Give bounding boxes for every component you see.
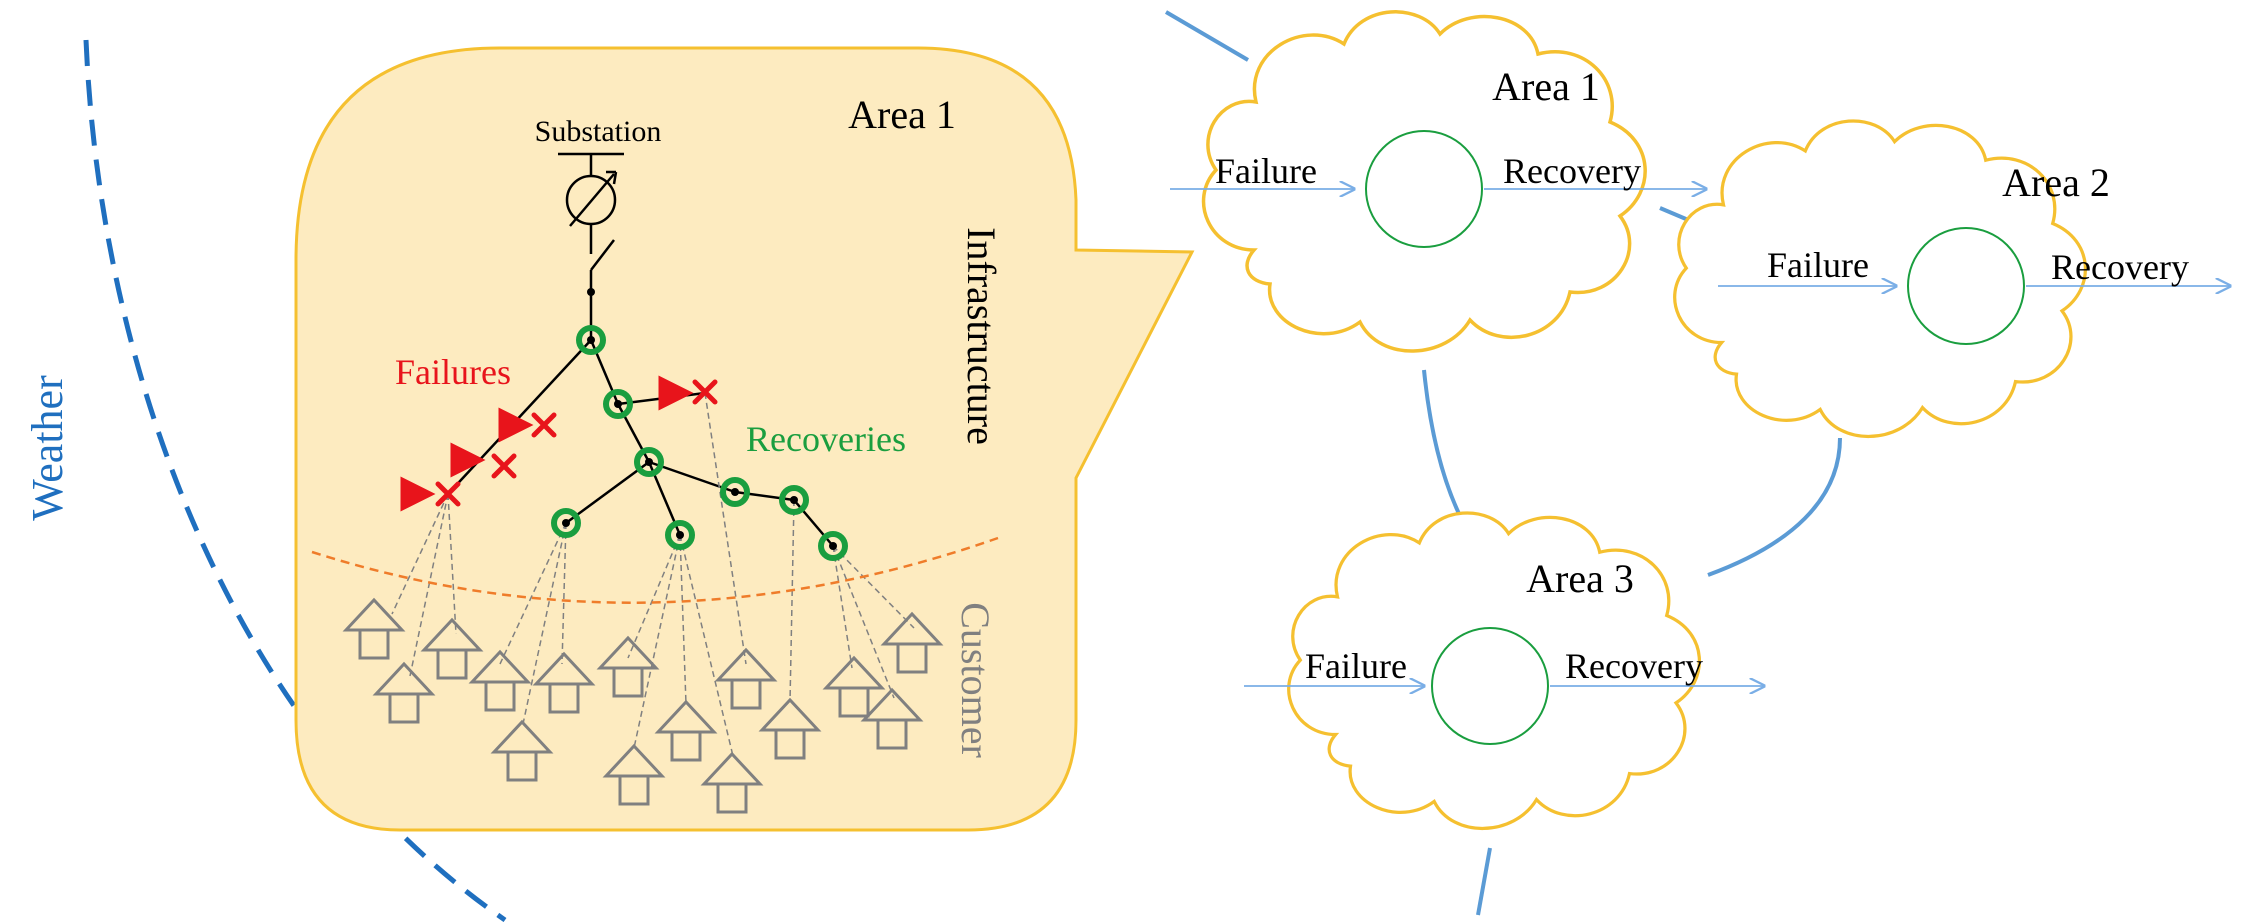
house-icon	[758, 697, 822, 760]
house-icon	[602, 743, 666, 806]
house-icon	[700, 751, 764, 814]
failures-label: Failures	[395, 352, 511, 392]
area-3-cloud: Area 3 Failure Recovery	[1244, 511, 1764, 830]
house-icon	[532, 651, 596, 714]
zoom-area-title: Area 1	[848, 92, 956, 137]
zoom-area-panel	[294, 46, 1195, 832]
recovery-ring	[720, 477, 750, 507]
failure-x-icon	[435, 481, 461, 507]
area-3-status-circle	[1431, 627, 1549, 745]
recovery-ring	[603, 389, 633, 419]
customer-feeders	[391, 392, 915, 757]
failure-marks	[435, 379, 718, 507]
recovery-ring	[779, 485, 809, 515]
failure-x-icon	[531, 412, 557, 438]
area-2-title: Area 2	[2002, 160, 2110, 205]
customer-label: Customer	[953, 602, 998, 758]
customer-boundary	[311, 536, 999, 604]
area-3-title: Area 3	[1526, 556, 1634, 601]
substation-symbol	[558, 152, 624, 290]
recovery-ring	[818, 531, 848, 561]
area-3-recovery-label: Recovery	[1565, 646, 1703, 686]
house-icon	[822, 655, 886, 718]
house-icon	[860, 687, 924, 750]
area-3-failure-label: Failure	[1305, 646, 1407, 686]
area-2-failure-label: Failure	[1767, 245, 1869, 285]
recovery-ring	[576, 325, 606, 355]
customer-houses	[342, 597, 944, 814]
failure-x-icon	[491, 453, 517, 479]
failure-x-icon	[692, 379, 718, 405]
house-icon	[372, 661, 436, 724]
area-2-cloud: Area 2 Failure Recovery	[1673, 119, 2230, 438]
recovery-nodes	[551, 325, 848, 561]
area-1-title: Area 1	[1492, 64, 1600, 109]
grid-nodes	[562, 336, 837, 550]
area-2-status-circle	[1907, 227, 2025, 345]
house-icon	[714, 647, 778, 710]
house-icon	[468, 649, 532, 712]
house-icon	[420, 617, 484, 680]
house-icon	[342, 597, 406, 660]
recoveries-label: Recoveries	[746, 419, 906, 459]
cloud-shape	[1673, 119, 2087, 438]
recovery-ring	[665, 520, 695, 550]
house-icon	[880, 611, 944, 674]
area-1-failure-label: Failure	[1215, 151, 1317, 191]
area-1-status-circle	[1365, 130, 1483, 248]
recovery-ring	[551, 508, 581, 538]
area-1-recovery-label: Recovery	[1503, 151, 1641, 191]
house-icon	[654, 699, 718, 762]
recovery-ring	[634, 447, 664, 477]
house-icon	[596, 635, 660, 698]
weather-label: Weather	[23, 375, 72, 521]
weather-impact-arrows	[88, 375, 694, 512]
infrastructure-label: Infrastructure	[959, 227, 1004, 445]
substation-label: Substation	[535, 115, 662, 148]
area-1-cloud: Area 1 Failure Recovery	[1170, 10, 1706, 353]
house-icon	[490, 719, 554, 782]
area-2-recovery-label: Recovery	[2051, 247, 2189, 287]
